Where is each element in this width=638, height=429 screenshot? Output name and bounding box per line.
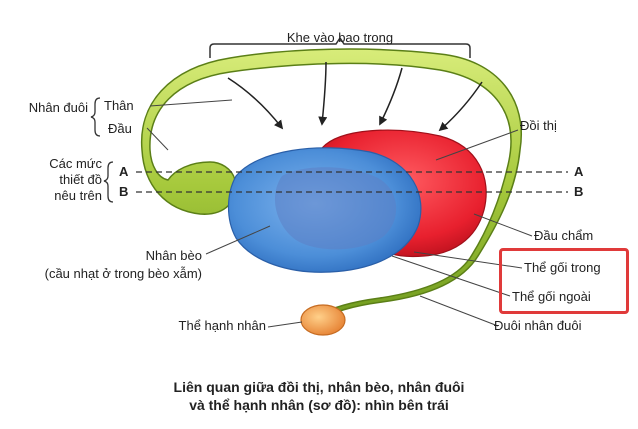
label-thalamus: Đồi thị — [520, 118, 557, 133]
slit-arrow-1 — [227, 77, 284, 130]
highlight-box — [499, 248, 629, 314]
label-slit: Khe vào bao trong — [286, 30, 394, 45]
label-level-b-left: B — [119, 184, 129, 199]
label-levels-line1: Các mức — [49, 156, 102, 171]
leader-lateral-geniculate — [391, 255, 511, 297]
leader-medial-geniculate — [413, 251, 523, 269]
label-lateral-geniculate: Thể gối ngoài — [512, 289, 591, 304]
slit-arrow-2 — [318, 61, 328, 126]
slit-arrow-4 — [438, 81, 483, 132]
caudate-brace — [90, 97, 101, 137]
amygdala-shape — [300, 304, 346, 336]
leader-body — [149, 99, 233, 107]
label-caudate-tail: Đuôi nhân đuôi — [494, 318, 582, 333]
leader-lentiform — [205, 225, 271, 255]
label-head: Đầu — [108, 121, 132, 136]
label-level-a-right: A — [574, 164, 584, 179]
leader-head — [146, 127, 169, 151]
caption-line1: Liên quan giữa đồi thị, nhân bèo, nhân đ… — [173, 379, 465, 395]
label-amygdala: Thể hạnh nhân — [178, 318, 266, 333]
caption-line2: và thể hạnh nhân (sơ đồ): nhìn bên trái — [189, 397, 449, 413]
label-caudate-group: Nhân đuôi — [28, 100, 88, 115]
label-medial-geniculate: Thể gối trong — [524, 260, 601, 275]
caudate-nucleus-shape — [140, 48, 522, 324]
label-levels-line3: nêu trên — [54, 188, 102, 203]
label-level-a-left: A — [119, 164, 129, 179]
label-pulvinar: Đầu chẩm — [534, 228, 594, 243]
label-level-b-right: B — [574, 184, 584, 199]
leader-pulvinar — [473, 213, 533, 237]
label-levels-line2: thiết đồ — [59, 172, 102, 187]
slit-arrow-3 — [379, 67, 403, 126]
leader-amygdala — [267, 321, 303, 328]
globus-pallidus-shape — [274, 167, 397, 250]
label-lentiform-line1: Nhân bèo — [145, 248, 202, 263]
slit-bracket — [209, 36, 471, 58]
leader-caudate-tail — [419, 295, 499, 327]
levels-brace — [103, 161, 114, 203]
label-lentiform-line2: (cầu nhạt ở trong bèo xẫm) — [44, 266, 202, 281]
leader-thalamus — [435, 129, 519, 161]
label-body: Thân — [104, 98, 134, 113]
